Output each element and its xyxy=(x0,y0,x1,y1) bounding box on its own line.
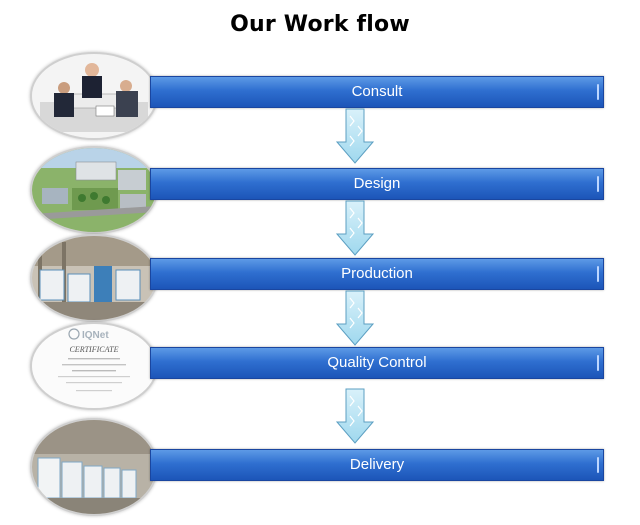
bar-tick-icon xyxy=(597,84,599,100)
bar-tick-icon xyxy=(597,176,599,192)
bar-tick-icon xyxy=(597,355,599,371)
step-consult-bar: Consult xyxy=(150,76,604,108)
arrow-down-icon xyxy=(336,108,374,164)
step-delivery-bar: Delivery xyxy=(150,449,604,481)
bar-tick-icon xyxy=(597,266,599,282)
bar-tick-icon xyxy=(597,457,599,473)
step-production-bar: Production xyxy=(150,258,604,290)
consult-photo xyxy=(30,52,158,140)
step-delivery-label: Delivery xyxy=(349,456,405,473)
certificate-heading-text: CERTIFICATE xyxy=(69,345,118,354)
certificate-image: IQNet CERTIFICATE xyxy=(30,322,158,410)
step-consult-label: Consult xyxy=(351,83,403,100)
arrow-down-icon xyxy=(336,290,374,346)
arrow-down-icon xyxy=(336,388,374,444)
step-quality-control-label: Quality Control xyxy=(327,354,427,371)
step-design-bar: Design xyxy=(150,168,604,200)
step-production-label: Production xyxy=(341,265,413,282)
step-quality-control-bar: Quality Control xyxy=(150,347,604,379)
delivery-photo xyxy=(30,418,158,516)
certificate-logo-text: IQNet xyxy=(82,330,109,341)
arrow-down-icon xyxy=(336,200,374,256)
production-photo xyxy=(30,234,158,322)
design-rendering xyxy=(30,146,158,234)
page-title: Our Work flow xyxy=(230,12,410,37)
step-design-label: Design xyxy=(353,175,401,192)
